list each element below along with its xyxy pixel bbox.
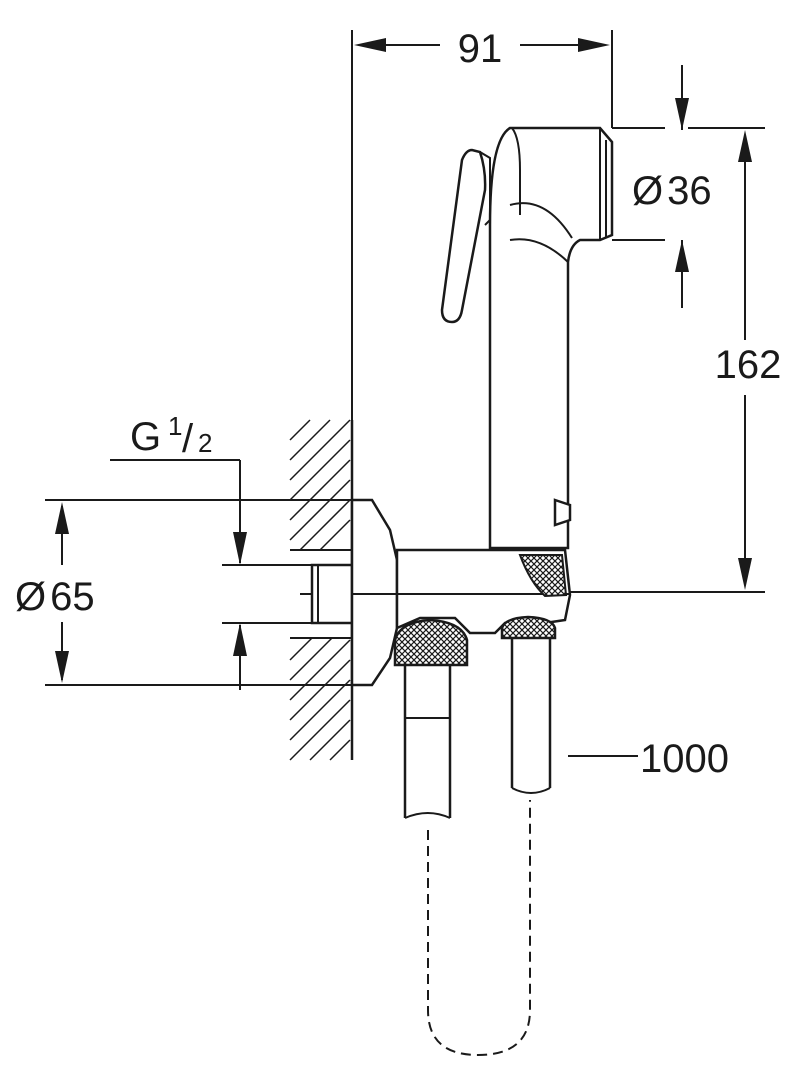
thread-numerator: 1 xyxy=(168,411,182,441)
thread-main-label: G xyxy=(130,415,161,459)
thread-separator: / xyxy=(182,417,194,461)
wall-rosette xyxy=(350,498,399,687)
hose-nut-right xyxy=(500,615,557,640)
wall xyxy=(289,419,354,761)
svg-text:Ø36: Ø36 xyxy=(632,169,712,213)
hand-shower xyxy=(440,126,614,550)
hose xyxy=(403,638,552,1057)
spray-diameter-symbol: Ø xyxy=(632,169,663,213)
wall-hatch-lower xyxy=(289,637,351,761)
wall-hatch-upper xyxy=(289,419,351,551)
rosette-diameter-symbol: Ø xyxy=(15,575,46,619)
hose-nuts xyxy=(393,615,557,667)
hose-nut-left xyxy=(393,618,469,667)
height-label: 162 xyxy=(715,343,782,387)
holder-knurl xyxy=(518,554,568,598)
dim-1000: 1000 xyxy=(568,737,729,781)
thread-denominator: 2 xyxy=(198,428,212,458)
dim-91: 91 xyxy=(351,27,613,420)
threaded-stub xyxy=(300,563,354,625)
dim-162: 162 xyxy=(570,127,782,593)
hose-collar-mark xyxy=(553,498,572,527)
trigger-lever xyxy=(440,148,487,324)
rosette-diameter-value: 65 xyxy=(50,575,95,619)
svg-text:Ø65: Ø65 xyxy=(15,575,95,619)
dim-thread: G 1 / 2 xyxy=(110,411,312,690)
spray-diameter-value: 36 xyxy=(667,169,712,213)
hand-shower-body xyxy=(488,126,614,550)
outlet-body xyxy=(352,548,572,635)
hose-length-label: 1000 xyxy=(640,737,729,781)
width-label: 91 xyxy=(458,27,503,71)
hose-continuation-dashed xyxy=(427,800,531,1057)
